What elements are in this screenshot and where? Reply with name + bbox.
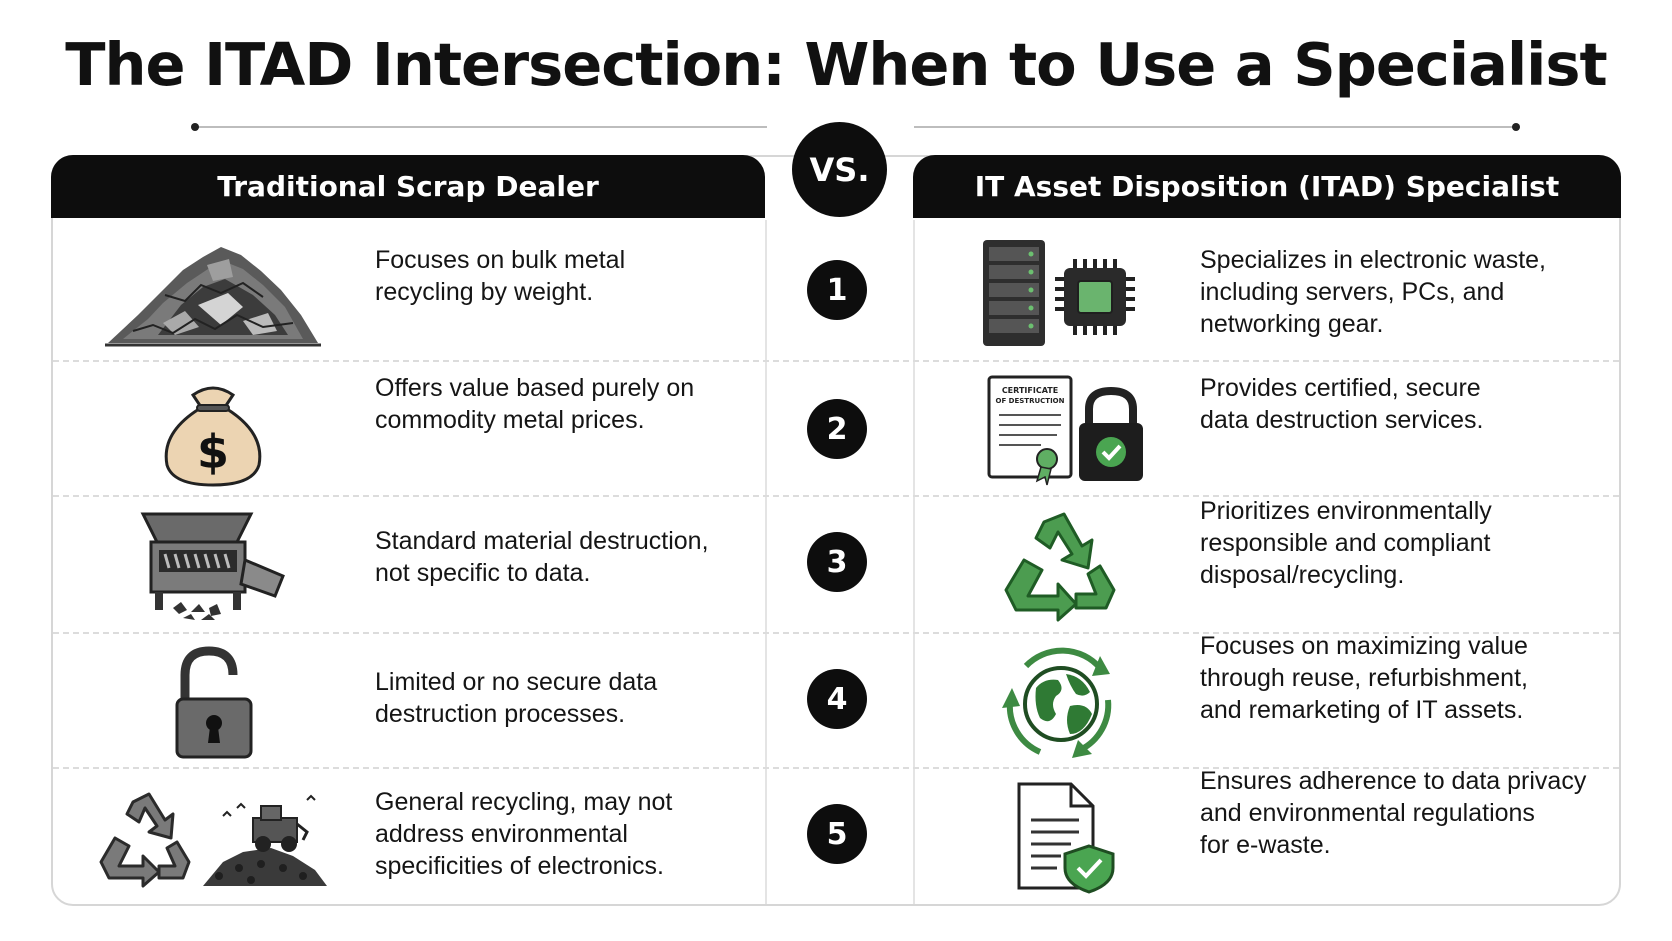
scrap-pile-icon <box>100 232 325 352</box>
globe-cycle-icon <box>948 642 1173 762</box>
money-bag-icon: $ <box>100 370 325 490</box>
green-recycle-icon <box>948 505 1173 625</box>
page-title: The ITAD Intersection: When to Use a Spe… <box>65 30 1607 99</box>
vs-badge: VS. <box>792 122 887 217</box>
column-separator-left <box>765 220 767 904</box>
server-chip-icon <box>948 232 1173 352</box>
certificate-title: CERTIFICATE <box>1001 386 1057 395</box>
row-number-badge: 4 <box>807 669 867 729</box>
row-number-badge: 2 <box>807 399 867 459</box>
right-description: Ensures adherence to data privacy and en… <box>1200 767 1587 859</box>
recycle-landfill-icon <box>93 777 333 897</box>
rule-dot <box>1512 123 1520 131</box>
row-number-badge: 3 <box>807 532 867 592</box>
title-rule-right <box>914 123 1520 131</box>
row-divider <box>53 767 1619 769</box>
row-number-badge: 1 <box>807 260 867 320</box>
comparison-row-3: Standard material destruction, not speci… <box>53 497 1619 634</box>
column-separator-right <box>913 220 915 904</box>
certificate-lock-icon: CERTIFICATE OF DESTRUCTION <box>948 370 1173 490</box>
right-description: Prioritizes environmentally responsible … <box>1200 497 1492 589</box>
certificate-subtitle: OF DESTRUCTION <box>995 397 1064 405</box>
row-number-badge: 5 <box>807 804 867 864</box>
right-description: Specializes in electronic waste, includi… <box>1200 246 1546 338</box>
right-description: Focuses on maximizing value through reus… <box>1200 632 1528 724</box>
right-description: Provides certified, secure data destruct… <box>1200 374 1484 434</box>
row-divider <box>53 632 1619 634</box>
svg-text:$: $ <box>196 425 228 479</box>
right-column-header: IT Asset Disposition (ITAD) Specialist <box>913 155 1621 218</box>
comparison-row-4: Limited or no secure data destruction pr… <box>53 632 1619 769</box>
title-rule-left <box>191 123 767 131</box>
open-padlock-icon <box>100 642 325 762</box>
comparison-row-5: General recycling, may not address envir… <box>53 767 1619 904</box>
left-description: Standard material destruction, not speci… <box>375 527 709 587</box>
row-divider <box>53 495 1619 497</box>
shredder-icon <box>100 505 325 625</box>
comparison-row-2: $ Offers value based purely on commodity… <box>53 362 1619 497</box>
row-divider <box>53 360 1619 362</box>
left-description: Offers value based purely on commodity m… <box>375 374 695 434</box>
rule-dot <box>191 123 199 131</box>
document-shield-icon <box>948 777 1173 897</box>
left-description: Focuses on bulk metal recycling by weigh… <box>375 246 626 306</box>
left-column-header: Traditional Scrap Dealer <box>51 155 765 218</box>
left-description: General recycling, may not address envir… <box>375 788 673 880</box>
left-description: Limited or no secure data destruction pr… <box>375 668 658 728</box>
comparison-row-1: Focuses on bulk metal recycling by weigh… <box>53 222 1619 362</box>
